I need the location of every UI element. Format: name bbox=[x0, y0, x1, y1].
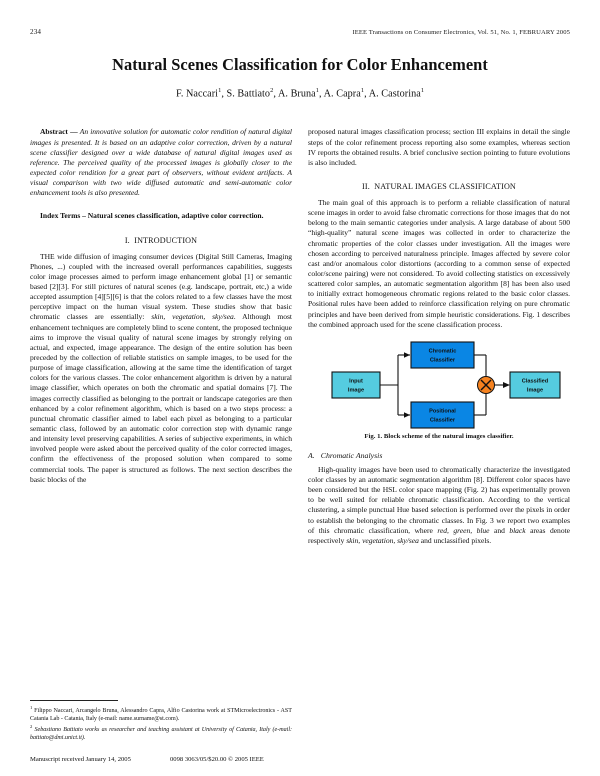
journal-reference: IEEE Transactions on Consumer Electronic… bbox=[352, 29, 570, 36]
section-number-2: II. bbox=[362, 182, 370, 191]
node-chromatic-classifier-label-1: Chromatic bbox=[429, 348, 457, 354]
author-5: A. Castorina bbox=[368, 88, 421, 100]
introduction-continued-paragraph: proposed natural images classification p… bbox=[308, 127, 570, 167]
chromatic-text-c: areas denote respectively bbox=[308, 525, 570, 545]
footnote-1-marker: 1 bbox=[30, 704, 33, 710]
combiner-node-icon bbox=[477, 375, 495, 394]
figure-1-caption: Fig. 1. Block scheme of the natural imag… bbox=[364, 432, 514, 440]
author-1-affiliation-marker: 1 bbox=[218, 87, 222, 95]
node-chromatic-classifier: Chromatic Classifier bbox=[410, 341, 475, 369]
paper-title: Natural Scenes Classification for Color … bbox=[112, 55, 488, 74]
chromatic-text-a: High-quality images have been used to ch… bbox=[308, 464, 570, 535]
index-terms-text: Natural scenes classification, adaptive … bbox=[87, 211, 264, 221]
chromatic-italic-black: black bbox=[509, 525, 526, 535]
subsection-title-chromatic-analysis: Chromatic Analysis bbox=[320, 450, 383, 460]
footnote-separator bbox=[30, 699, 118, 701]
footnote-2-marker: 2 bbox=[30, 723, 33, 729]
classification-paragraph: The main goal of this approach is to per… bbox=[308, 198, 570, 329]
intro-text-part1: wide diffusion of imaging consumer devic… bbox=[30, 251, 292, 322]
running-head: 234 IEEE Transactions on Consumer Electr… bbox=[30, 28, 570, 40]
footnote-1: 1 Filippo Naccari, Arcangelo Bruna, Ales… bbox=[30, 705, 292, 724]
chromatic-text-d: and unclassified pixels. bbox=[418, 535, 492, 545]
node-classified-image: Classified Image bbox=[509, 371, 561, 399]
copyright-line: 0098 3063/05/$20.00 © 2005 IEEE bbox=[170, 756, 264, 764]
index-terms-dash: – bbox=[80, 211, 88, 221]
author-list: F. Naccari1, S. Battiato2, A. Bruna1, A.… bbox=[175, 87, 425, 100]
index-terms-label: Index Terms bbox=[40, 211, 81, 221]
chromatic-italic-colors: red, green, blue bbox=[437, 525, 490, 535]
chromatic-text-b: and bbox=[489, 525, 510, 535]
author-3-affiliation-marker: 1 bbox=[315, 87, 319, 95]
author-3: A. Bruna bbox=[277, 88, 316, 100]
index-terms-paragraph: Index Terms – Natural scenes classificat… bbox=[30, 211, 292, 221]
node-classified-image-label-2: Image bbox=[527, 387, 543, 393]
block-diagram-svg: Input Image Chromatic Classifier Positio… bbox=[331, 341, 561, 429]
chromatic-italic-classes: skin, vegetation, sky/sea bbox=[346, 535, 419, 545]
diagram-arrowheads bbox=[404, 352, 510, 418]
footnote-2: 2 Sebastiano Battiato works as researche… bbox=[30, 724, 292, 743]
node-classified-image-label-1: Classified bbox=[522, 378, 549, 384]
node-chromatic-classifier-label-2: Classifier bbox=[430, 357, 456, 363]
footnote-1-text: Filippo Naccari, Arcangelo Bruna, Alessa… bbox=[30, 707, 292, 722]
right-column: proposed natural images classification p… bbox=[308, 127, 570, 763]
page-folio: 234 bbox=[30, 28, 42, 36]
node-positional-classifier-label-1: Positional bbox=[429, 408, 456, 414]
author-2: S. Battiato bbox=[226, 88, 271, 100]
abstract-dash: — bbox=[67, 127, 80, 137]
subsection-heading-chromatic-analysis: A. Chromatic Analysis bbox=[308, 451, 570, 460]
two-column-body: Abstract — An innovative solution for au… bbox=[30, 127, 570, 763]
author-2-affiliation-marker: 2 bbox=[270, 87, 274, 95]
section-number-1: I. bbox=[124, 235, 130, 245]
section-heading-introduction: I. INTRODUCTION bbox=[30, 236, 292, 245]
left-column-spacer bbox=[30, 485, 292, 690]
intro-text-part2: . Although most enhancement techniques a… bbox=[30, 312, 292, 484]
section-title-1: INTRODUCTION bbox=[134, 235, 198, 245]
left-column: Abstract — An innovative solution for au… bbox=[30, 127, 292, 763]
node-input-image: Input Image bbox=[331, 371, 381, 399]
abstract-label: Abstract bbox=[40, 127, 68, 137]
section-heading-natural-images-classification: II. NATURAL IMAGES CLASSIFICATION bbox=[308, 182, 570, 191]
author-1: F. Naccari bbox=[175, 88, 219, 100]
author-4-affiliation-marker: 1 bbox=[360, 87, 365, 95]
node-positional-classifier: Positional Classifier bbox=[410, 401, 475, 429]
author-4: A. Capra bbox=[323, 88, 361, 100]
node-input-image-label-2: Image bbox=[348, 387, 364, 393]
introduction-paragraph: THE wide diffusion of imaging consumer d… bbox=[30, 252, 292, 485]
intro-dropcap: THE bbox=[40, 251, 55, 261]
node-positional-classifier-label-2: Classifier bbox=[430, 417, 456, 423]
figure-1: Input Image Chromatic Classifier Positio… bbox=[308, 341, 570, 440]
subsection-label-a: A. bbox=[308, 450, 315, 460]
abstract-text: An innovative solution for automatic col… bbox=[30, 127, 293, 198]
section-title-2: NATURAL IMAGES CLASSIFICATION bbox=[374, 182, 516, 191]
intro-italic-classes: skin, vegetation, sky/sea bbox=[151, 312, 234, 322]
page-footer: Manuscript received January 14, 2005 009… bbox=[30, 756, 292, 763]
author-5-affiliation-marker: 1 bbox=[420, 87, 425, 95]
abstract-paragraph: Abstract — An innovative solution for au… bbox=[30, 127, 292, 198]
chromatic-analysis-paragraph: High-quality images have been used to ch… bbox=[308, 465, 570, 546]
footnote-2-text: Sebastiano Battiato works as researcher … bbox=[30, 726, 292, 741]
node-input-image-label-1: Input bbox=[349, 378, 363, 384]
manuscript-received-note: Manuscript received January 14, 2005 bbox=[30, 756, 131, 764]
